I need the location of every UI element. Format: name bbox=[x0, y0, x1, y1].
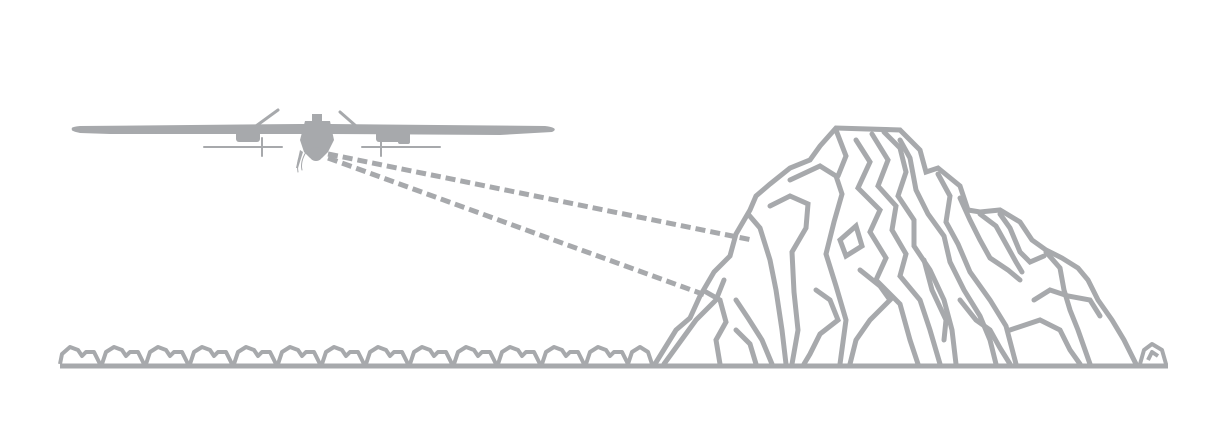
rock-icon bbox=[584, 345, 630, 365]
rock-icon bbox=[232, 345, 278, 365]
scan-beam-upper bbox=[327, 151, 753, 243]
rock-icon bbox=[540, 345, 586, 365]
rock-icon bbox=[452, 345, 498, 365]
propellers bbox=[127, 108, 501, 173]
rock-icon bbox=[144, 345, 190, 365]
rock-icon bbox=[188, 345, 234, 365]
mountain-icon bbox=[652, 125, 1139, 367]
rocks bbox=[58, 342, 1168, 365]
rock-icon bbox=[1138, 342, 1168, 365]
scan-beam-lower bbox=[327, 155, 709, 299]
rock-icon bbox=[496, 345, 542, 365]
fixed-wing-drone-icon bbox=[71, 114, 555, 168]
scan-beams bbox=[327, 151, 753, 299]
rock-icon bbox=[320, 345, 366, 365]
rock-icon bbox=[276, 345, 322, 365]
rock-icon bbox=[100, 345, 146, 365]
rock-icon bbox=[408, 345, 454, 365]
rock-icon bbox=[626, 345, 654, 365]
rock-icon bbox=[364, 345, 410, 365]
rock-icon bbox=[58, 345, 102, 365]
